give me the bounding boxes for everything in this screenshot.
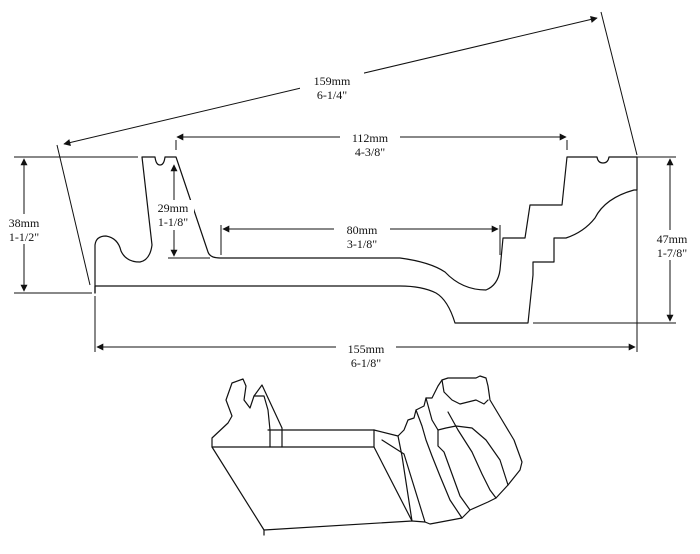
iso-step-lines — [415, 409, 463, 519]
iso-slat-inner — [381, 439, 426, 523]
left-height-imperial: 1-1/2" — [9, 230, 39, 244]
iso-steps — [425, 397, 471, 511]
inner-width-metric: 80mm — [347, 223, 378, 237]
isometric-view — [211, 375, 523, 536]
right-height-metric: 47mm — [657, 232, 688, 246]
lip-height-metric: 29mm — [158, 201, 189, 215]
bottom-width-imperial: 6-1/8" — [351, 356, 381, 370]
right-height-imperial: 1-7/8" — [657, 246, 687, 260]
iso-left-edge — [211, 378, 271, 448]
bottom-width-metric: 155mm — [348, 342, 385, 356]
dimension-labels: 159mm 6-1/4" 112mm 4-3/8" 38mm 1-1/2" 29… — [6, 72, 692, 370]
molding-profile — [94, 156, 638, 324]
diagonal-metric: 159mm — [314, 74, 351, 88]
iso-left-ridge — [253, 384, 283, 448]
dimension-lines — [20, 16, 674, 351]
left-height-metric: 38mm — [9, 216, 40, 230]
lip-height-imperial: 1-1/8" — [158, 215, 188, 229]
profile-outline — [94, 156, 638, 324]
inner-width-imperial: 3-1/8" — [347, 237, 377, 251]
iso-slat — [373, 429, 413, 522]
top-width-metric: 112mm — [352, 131, 389, 145]
iso-right-profile — [397, 375, 523, 525]
extension-lines — [14, 11, 676, 352]
top-width-imperial: 4-3/8" — [355, 145, 385, 159]
iso-back-face — [211, 446, 413, 531]
diagonal-imperial: 6-1/4" — [317, 88, 347, 102]
